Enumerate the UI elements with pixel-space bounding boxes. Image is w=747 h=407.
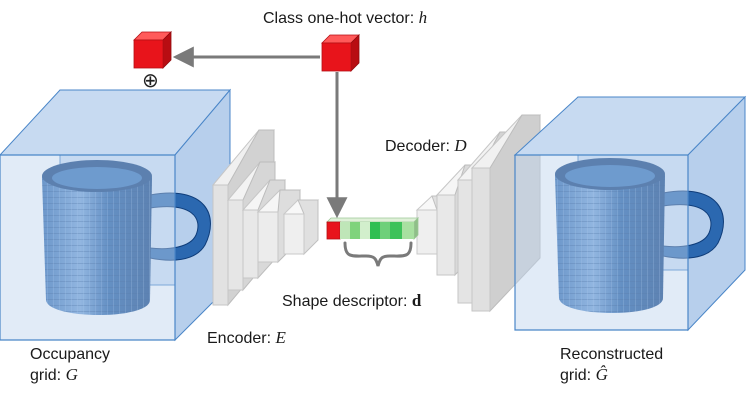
shape-descriptor-symbol: d	[411, 291, 422, 310]
reconstructed-grid-label: Reconstructed grid: Ĝ	[560, 345, 663, 386]
reconstructed-label-line2-text: grid:	[560, 367, 596, 384]
descriptor-cell-3	[360, 222, 370, 239]
input-mug-voxels	[42, 160, 211, 315]
class-vector-label-text: Class one-hot vector:	[263, 10, 419, 27]
shape-descriptor-vector	[326, 217, 419, 240]
reconstructed-label-line1: Reconstructed	[560, 346, 664, 363]
occupancy-label-line1: Occupancy	[30, 346, 111, 363]
shape-descriptor-label-text: Shape descriptor:	[282, 293, 412, 310]
descriptor-class-cell	[326, 221, 341, 240]
descriptor-cell-5	[380, 222, 390, 239]
occupancy-grid-label: Occupancy grid: G	[30, 345, 110, 386]
class-vector-symbol: h	[418, 8, 428, 27]
descriptor-cell-4	[370, 222, 380, 239]
class-vector-label: Class one-hot vector: h	[263, 8, 427, 29]
reconstructed-label-line2: grid: Ĝ	[560, 365, 663, 386]
decoder-label: Decoder: D	[385, 136, 467, 157]
output-mug-body-voxels	[555, 161, 665, 313]
descriptor-cell-7	[402, 222, 414, 239]
input-occupancy-grid	[0, 88, 232, 342]
output-mug-voxels	[555, 158, 724, 313]
output-mug-opening	[565, 165, 655, 187]
encoder-label: Encoder: E	[207, 328, 286, 349]
occupancy-label-line2-text: grid:	[30, 367, 66, 384]
reconstructed-symbol: Ĝ	[595, 365, 608, 384]
decoder-symbol: D	[454, 136, 467, 155]
encoder-layer-5	[282, 199, 320, 256]
reconstructed-occupancy-grid	[513, 95, 747, 332]
decoder-label-text: Decoder:	[385, 138, 455, 155]
output-box-front-face	[514, 154, 689, 331]
occupancy-symbol: G	[65, 365, 78, 384]
descriptor-cell-1	[340, 222, 350, 239]
one-hot-vector-cube	[321, 34, 360, 72]
shape-descriptor-label: Shape descriptor: d	[282, 291, 421, 312]
encoder-label-text: Encoder:	[207, 330, 276, 347]
input-mug-opening	[52, 167, 142, 189]
input-box-front-face	[0, 154, 176, 341]
concat-class-cube	[133, 31, 172, 69]
encoder-symbol: E	[275, 328, 286, 347]
shape-descriptor-brace	[343, 241, 413, 267]
encoder-network	[211, 129, 320, 307]
descriptor-cell-2	[350, 222, 360, 239]
descriptor-cell-6	[390, 222, 402, 239]
input-mug-body-voxels	[42, 163, 152, 315]
occupancy-label-line2: grid: G	[30, 365, 110, 386]
concat-symbol: ⊕	[142, 68, 159, 92]
